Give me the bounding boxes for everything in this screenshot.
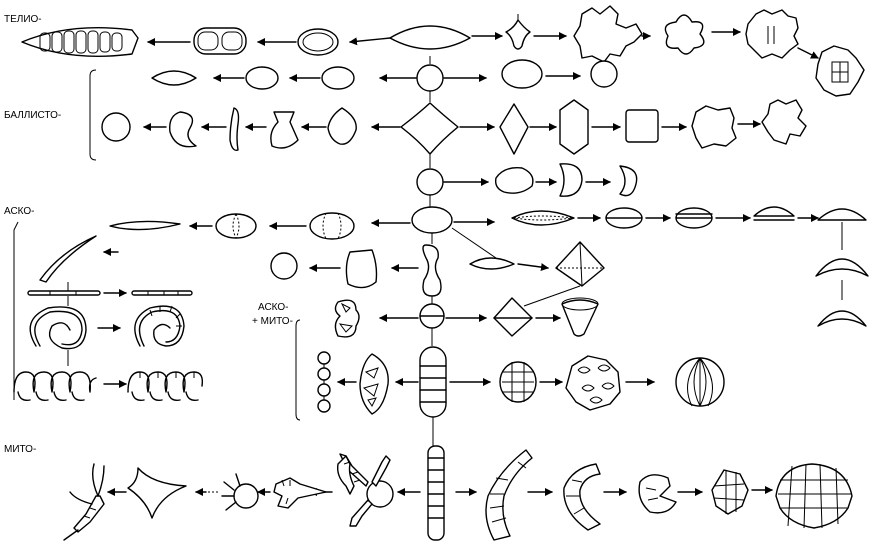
asko-spindle-spore [512,211,574,225]
mito-arm-d [338,456,354,494]
asko-thread-spore-a [28,291,100,295]
row-bean [444,164,637,196]
asko-ellipse-septate-a [310,213,354,239]
asko-left-column [14,236,202,400]
ballisto-pointed-spore [328,108,356,144]
label-mito: МИТО- [4,444,36,455]
ballisto-curved-rod [230,108,239,150]
chain-cell-4 [318,400,330,412]
bean-spore-a [496,168,533,193]
asko-double-cone-spore [494,298,532,336]
label-ballisto: БАЛЛИСТО- [4,110,61,121]
ballisto-lens [152,71,196,85]
row-asko-mito-lower [318,352,724,414]
central-circle-spore-2 [417,169,443,195]
asko-helical-spore-a [14,372,96,392]
ballisto-oval-b [246,67,278,89]
asko-half-dome-a [754,207,794,216]
ballisto-notched-spore [762,100,806,144]
bean-spore-b [560,164,582,196]
mito-stellate-body [234,484,258,508]
label-asko-mito-2: + МИТО- [252,316,293,327]
mito-triradiate-spore [128,468,186,518]
mito-clustered-spore [712,470,748,514]
central-circle-spore [417,65,443,91]
ballisto-wavy-spore [692,106,736,148]
telio-irregular-lobed-spore [574,6,642,62]
ballisto-circle-d [591,61,617,87]
central-lens-spore [390,26,470,49]
asko-needle-spore [110,221,180,229]
telio-spiny-round-spore [746,10,798,58]
label-asko-mito-1: АСКО- [258,302,289,313]
ballisto-kidney-spore [170,112,196,147]
row-ballisto-upper [152,60,617,89]
asko-crescent-a [816,259,868,276]
ballisto-bottle-spore [271,112,298,148]
telio-small-lobed-spore [506,20,530,49]
bracket-asko-mito [296,320,300,420]
central-waisted-spore [423,245,441,296]
asko-circle-spore [271,253,297,279]
ballisto-square-spore [626,110,658,142]
central-septate-rod [420,347,446,417]
label-asko: АСКО- [4,206,35,217]
mito-multicellular-fan-spore [776,464,852,528]
telio-four-lobed-spore [665,15,704,54]
asko-cone-spore [562,300,598,336]
asko-fusiform-septate-spore [360,354,388,414]
mito-arm-c [350,500,372,526]
chain-cell-3 [318,384,330,396]
mito-curved-septate-spore [486,450,532,540]
central-long-septate-rod [428,446,444,540]
ballisto-hexagon-spore [560,100,588,154]
central-diamond-spore [401,103,458,154]
asko-thread-spore-b [132,291,192,295]
row-telio [22,6,864,96]
ballisto-oval-c [502,60,542,88]
ballisto-rhomb-spore [500,104,528,154]
telio-two-cell-spore [194,28,246,54]
asko-half-dome-b [818,209,866,220]
asko-flask-spore [346,250,376,288]
chain-cell-2 [318,368,330,380]
bean-spore-c [620,166,637,196]
mito-branched-spore [274,478,326,508]
central-oval-spore [412,207,452,233]
bracket-asko [14,222,18,400]
row-mito [64,450,852,540]
asko-lemon-spore [470,258,514,269]
mito-arc-spore [564,464,600,530]
asko-sigmoid-needle [40,236,96,282]
mito-horseshoe-spore [639,475,676,513]
telio-multicell-spore [22,28,138,57]
ballisto-oval-a [322,67,354,89]
ballisto-circle-spore [102,113,130,141]
asko-crescent-b [818,311,866,326]
asko-helical-spore-b [128,372,202,392]
label-telio: ТЕЛИО- [4,14,42,25]
central-column [390,26,470,540]
mito-appendaged-spore [74,496,104,532]
chain-cell-1 [318,352,330,364]
bracket-ballisto [90,70,96,160]
row-asko-mito-upper [335,298,598,337]
asko-ellipse-septate-b [216,214,256,238]
